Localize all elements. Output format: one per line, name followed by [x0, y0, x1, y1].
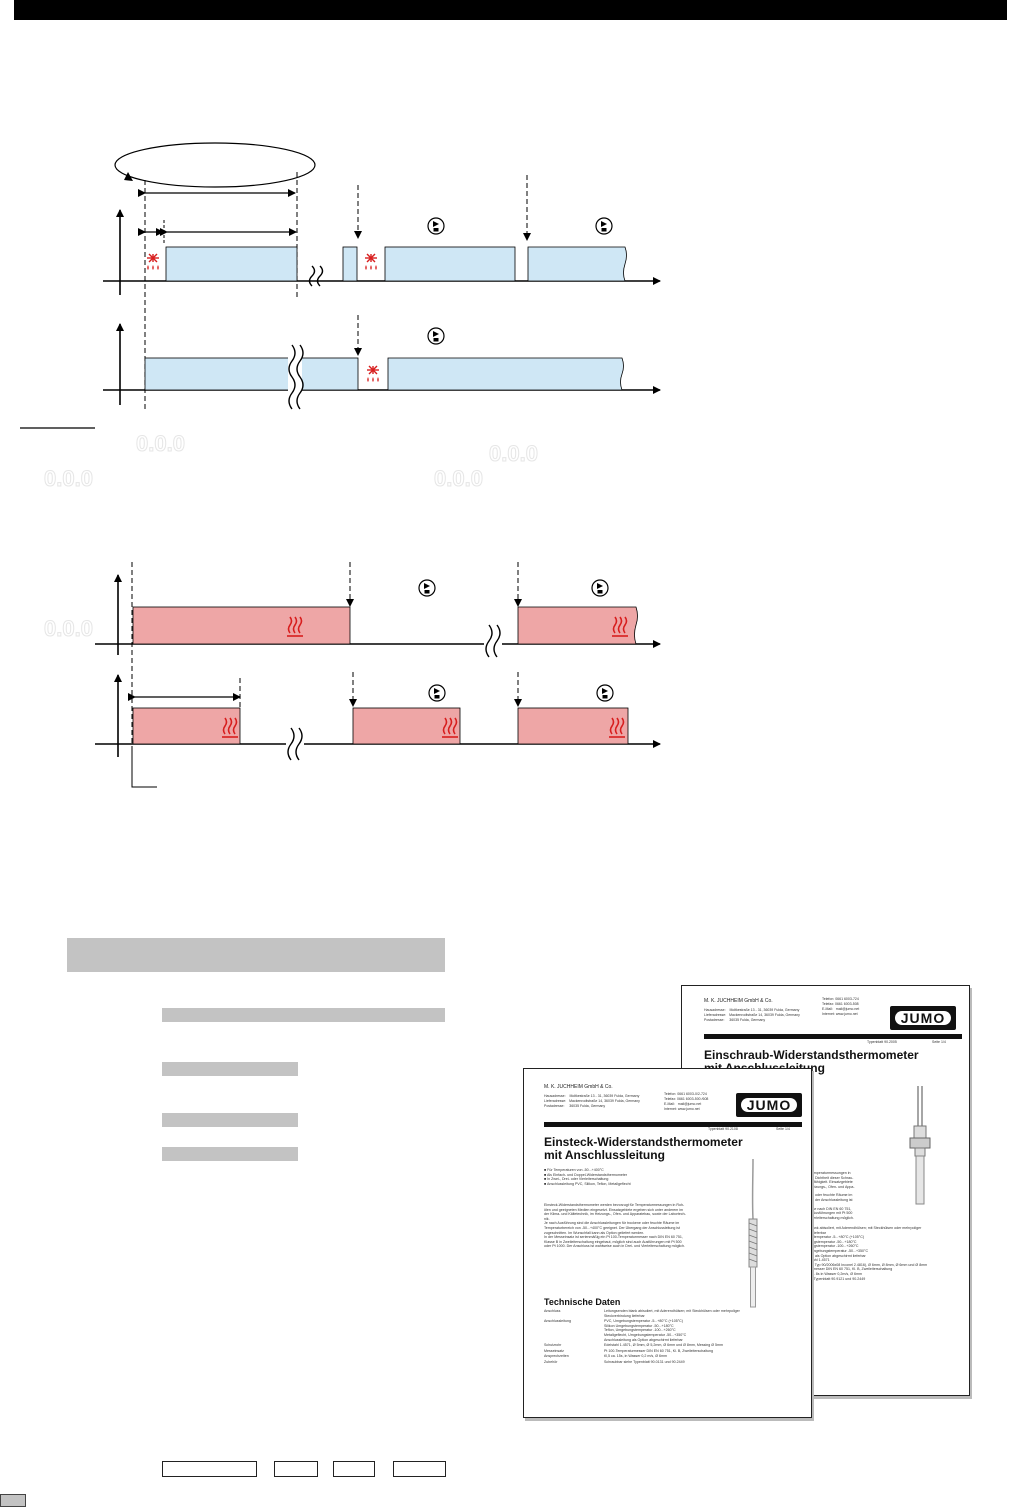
- seven-segment-display: 0.0.0: [44, 616, 94, 642]
- section-title: Technische Daten: [544, 1297, 621, 1307]
- svg-text:0.0.0: 0.0.0: [434, 466, 483, 491]
- tech-text-block: blank abisoliert, mit Aderendhülsen; mit…: [810, 1226, 928, 1281]
- doc-id: Typenblatt 90.2005: [867, 1040, 897, 1044]
- diagram-2: [103, 315, 661, 410]
- table-row: Ansprechzeiten t0,5 ca. 15s, in Wasser 0…: [544, 1354, 667, 1359]
- company-name: M. K. JUCHHEIM GmbH & Co.: [544, 1084, 613, 1090]
- seven-segment-display: 0.0.0: [434, 466, 484, 492]
- svg-text:0.0.0: 0.0.0: [489, 441, 538, 466]
- sensor-image: [738, 1158, 768, 1309]
- table-row: Anschluss Leitungsenden blank abisoliert…: [544, 1309, 740, 1318]
- company-address: Hausadresse: Moltkestraße 13 - 31, 36039…: [704, 1008, 800, 1022]
- diagram-1: [103, 142, 661, 410]
- svg-text:0.0.0: 0.0.0: [44, 466, 93, 491]
- body-text-block: Temperaturmessungen in ge Dichtheit dies…: [810, 1171, 855, 1220]
- svg-text:0.0.0: 0.0.0: [136, 431, 185, 456]
- table-row: Schutzrohr Edelstahl 1.4571, Ø 5mm, Ø 5,…: [544, 1343, 724, 1348]
- datasheet-front: M. K. JUCHHEIM GmbH & Co. Hausadresse: M…: [523, 1068, 812, 1418]
- sheet-title: Einsteck-Widerstandsthermometer: [544, 1135, 743, 1149]
- bullet-list: ■ Für Temperaturen von -50...+400°C ■ Al…: [544, 1168, 724, 1186]
- page-number: Seite 1/4: [932, 1040, 946, 1044]
- bullet-item: ■ Als Einfach- und Doppel-Widerstandsthe…: [544, 1172, 628, 1177]
- bullet-item: ■ In Zwei-, Drei- oder Vierleiterschaltu…: [544, 1177, 609, 1182]
- timing-diagrams: [20, 142, 661, 788]
- table-row: Messeinsatz Pt 100-Temperaturmesser DIN …: [544, 1348, 714, 1353]
- seven-segment-display: 0.0.0: [44, 466, 94, 492]
- sheet-title: Einschraub-Widerstandsthermometer: [704, 1048, 919, 1062]
- sheet-title-2: mit Anschlussleitung: [544, 1148, 665, 1162]
- field-box-3: [162, 1113, 298, 1127]
- table-row: Zubehör Schraubbar siehe Typenblatt 90.0…: [544, 1359, 685, 1364]
- header-bar: [14, 0, 1007, 20]
- table-row: Anschlussleitung PVC, Umgebungstemperatu…: [544, 1319, 687, 1342]
- diagram-3: [95, 562, 661, 760]
- order-code-box-2: [274, 1461, 318, 1477]
- doc-id: Typenblatt 90.2108: [708, 1127, 738, 1131]
- section-header-box: [67, 938, 445, 972]
- company-address: Hausadresse: Moltkestraße 13 - 31, 36039…: [544, 1094, 640, 1108]
- bullet-item: ■ Für Temperaturen von -50...+400°C: [544, 1168, 604, 1172]
- svg-text:0.0.0: 0.0.0: [44, 616, 93, 641]
- company-contact: Telefon: 0661 6003-0/2-724 Telefax: 0661…: [664, 1092, 709, 1111]
- title-rule: [704, 1034, 962, 1039]
- field-box-4: [162, 1147, 298, 1161]
- page-number: Seite 1/4: [776, 1127, 790, 1131]
- page-marker: [0, 1494, 26, 1507]
- sensor-image: [900, 1086, 940, 1206]
- diagram-4: [95, 672, 661, 788]
- title-rule: [544, 1122, 802, 1127]
- order-code-box-1: [162, 1461, 257, 1477]
- company-name: M. K. JUCHHEIM GmbH & Co.: [704, 998, 773, 1004]
- jumo-logo: JUMO: [890, 1006, 956, 1030]
- bullet-item: ■ Anschlussleitung PVC, Silikon, Teflon,…: [544, 1181, 631, 1186]
- order-code-box-3: [333, 1461, 375, 1477]
- order-code-box-4: [393, 1461, 446, 1477]
- company-contact: Telefon: 0661 6003-724 Telefax: 0661 600…: [822, 997, 860, 1016]
- body-text-block: Einsteck-Widerstandsthermometer werden b…: [544, 1203, 686, 1249]
- field-box-1: [162, 1008, 445, 1022]
- tech-table: Anschluss Leitungsenden blank abisoliert…: [544, 1309, 804, 1366]
- field-box-2: [162, 1062, 298, 1076]
- seven-segment-display: 0.0.0: [489, 441, 539, 467]
- jumo-logo: JUMO: [736, 1093, 802, 1117]
- seven-segment-display: 0.0.0: [136, 431, 186, 457]
